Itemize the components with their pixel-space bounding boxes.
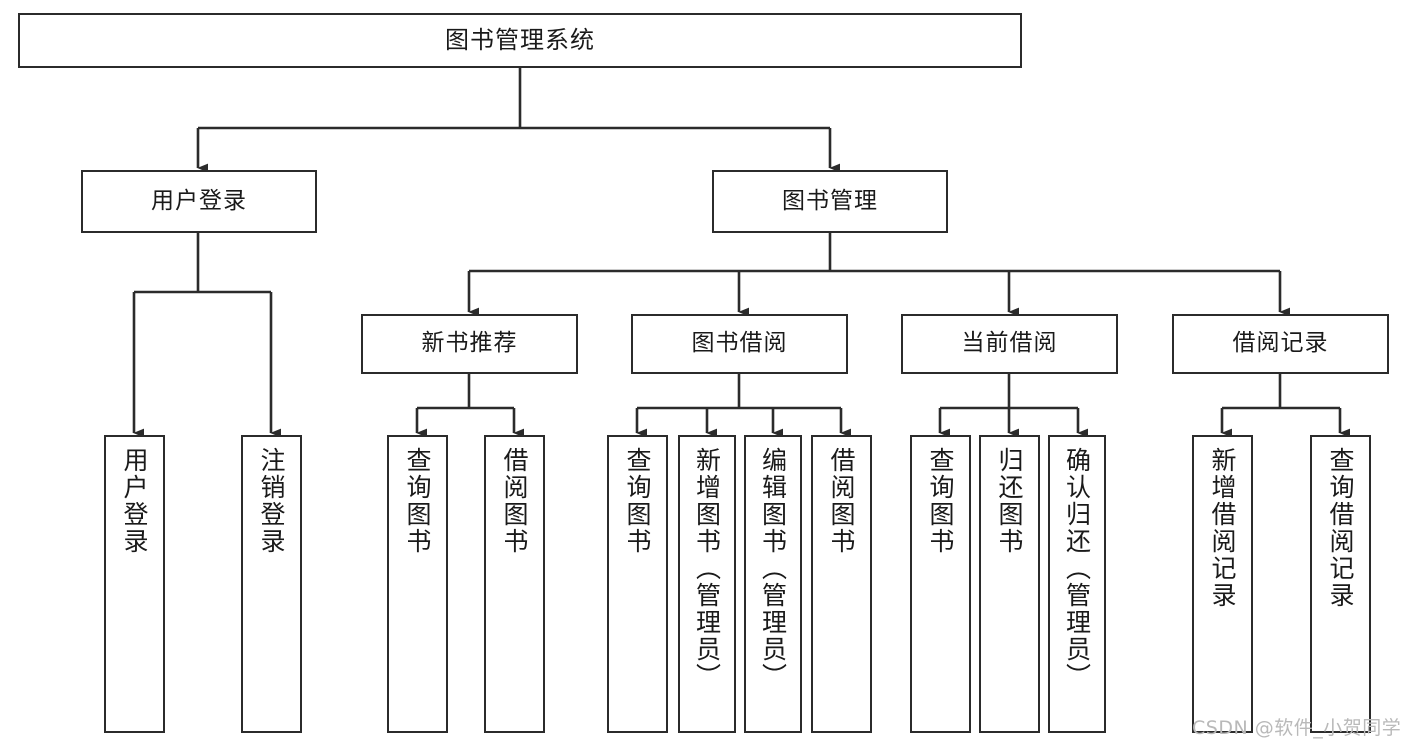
node-label: 新增借阅记录 — [1208, 447, 1237, 609]
node-leaf-query-book-borrow[interactable]: 查询图书 — [607, 435, 668, 733]
node-label: 用户登录 — [151, 187, 247, 214]
node-current-borrow[interactable]: 当前借阅 — [901, 314, 1118, 374]
node-label: 借阅图书 — [827, 447, 856, 555]
node-leaf-borrow-book-recommend[interactable]: 借阅图书 — [484, 435, 545, 733]
node-leaf-logout[interactable]: 注销登录 — [241, 435, 302, 733]
node-leaf-query-book-recommend[interactable]: 查询图书 — [387, 435, 448, 733]
node-leaf-confirm-return-admin[interactable]: 确认归还（管理员） — [1048, 435, 1106, 733]
node-leaf-edit-book-admin[interactable]: 编辑图书（管理员） — [744, 435, 802, 733]
node-user-login[interactable]: 用户登录 — [81, 170, 317, 233]
node-label: 图书管理 — [782, 187, 878, 214]
node-label: 当前借阅 — [961, 330, 1058, 357]
node-root-book-management-system[interactable]: 图书管理系统 — [18, 13, 1022, 68]
node-label: 新增图书（管理员） — [692, 447, 722, 690]
node-leaf-add-book-admin[interactable]: 新增图书（管理员） — [678, 435, 736, 733]
node-label: 归还图书 — [995, 447, 1024, 555]
node-label: 新书推荐 — [421, 330, 518, 357]
node-label: 用户登录 — [120, 447, 149, 555]
node-book-manage[interactable]: 图书管理 — [712, 170, 948, 233]
node-label: 借阅图书 — [500, 447, 529, 555]
node-label: 注销登录 — [257, 447, 286, 555]
node-label: 查询图书 — [623, 447, 652, 555]
node-label: 确认归还（管理员） — [1062, 447, 1092, 690]
node-borrow-record[interactable]: 借阅记录 — [1172, 314, 1389, 374]
node-label: 图书管理系统 — [445, 26, 595, 55]
node-label: 编辑图书（管理员） — [758, 447, 788, 690]
watermark-csdn: CSDN @软件_小贺同学 — [1192, 717, 1402, 739]
node-leaf-add-borrow-record[interactable]: 新增借阅记录 — [1192, 435, 1253, 733]
node-leaf-user-login[interactable]: 用户登录 — [104, 435, 165, 733]
node-book-borrow[interactable]: 图书借阅 — [631, 314, 848, 374]
node-leaf-query-borrow-record[interactable]: 查询借阅记录 — [1310, 435, 1371, 733]
node-label: 借阅记录 — [1232, 330, 1329, 357]
node-new-book-recommend[interactable]: 新书推荐 — [361, 314, 578, 374]
node-label: 查询借阅记录 — [1326, 447, 1355, 609]
node-leaf-query-book-current[interactable]: 查询图书 — [910, 435, 971, 733]
node-label: 查询图书 — [926, 447, 955, 555]
node-leaf-borrow-book-borrow[interactable]: 借阅图书 — [811, 435, 872, 733]
node-label: 查询图书 — [403, 447, 432, 555]
node-label: 图书借阅 — [691, 330, 788, 357]
node-leaf-return-book[interactable]: 归还图书 — [979, 435, 1040, 733]
